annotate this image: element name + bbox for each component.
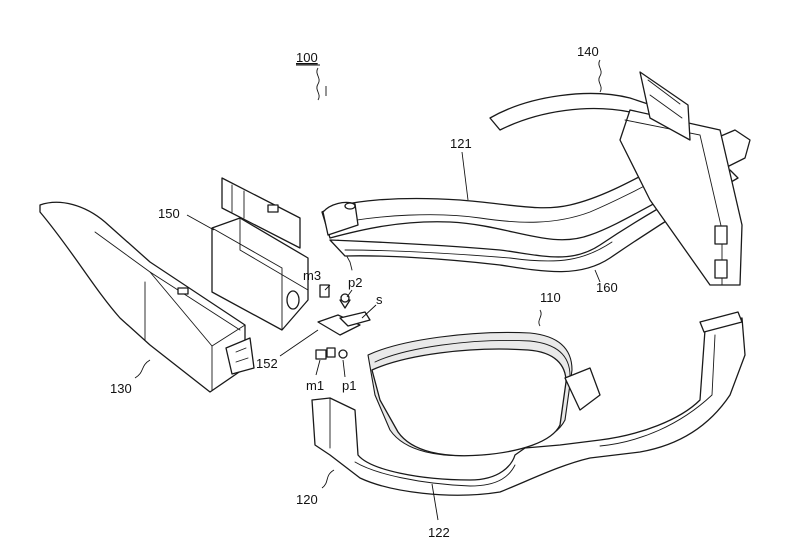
label-110: 110 (540, 290, 561, 305)
label-120: 120 (296, 492, 318, 507)
label-160: 160 (596, 280, 618, 295)
small-parts (315, 284, 371, 360)
reference-labels: 100 140 121 150 m3 p2 s 160 110 152 m1 p… (110, 44, 618, 540)
label-130: 130 (110, 381, 132, 396)
label-152: 152 (256, 356, 278, 371)
part-m1 (315, 349, 327, 360)
label-140: 140 (577, 44, 599, 59)
part-m3 (319, 284, 330, 298)
leader-lines (134, 59, 602, 521)
label-122: 122 (428, 525, 450, 540)
label-m3: m3 (303, 268, 321, 283)
right-temple-140 (489, 71, 743, 286)
module-150 (211, 177, 309, 331)
bridge-160 (329, 169, 739, 273)
label-p1: p1 (342, 378, 356, 393)
lower-frame-120 (311, 311, 746, 496)
label-m1: m1 (306, 378, 324, 393)
label-p2: p2 (348, 275, 362, 290)
label-150: 150 (158, 206, 180, 221)
part-s (339, 311, 371, 327)
part-p1 (338, 349, 348, 359)
left-temple-130 (39, 201, 255, 393)
part-152 (317, 314, 361, 336)
lens-110 (367, 331, 601, 457)
upper-frame-121 (321, 129, 751, 271)
label-121: 121 (450, 136, 472, 151)
label-s: s (376, 292, 383, 307)
label-100: 100 (296, 50, 318, 65)
